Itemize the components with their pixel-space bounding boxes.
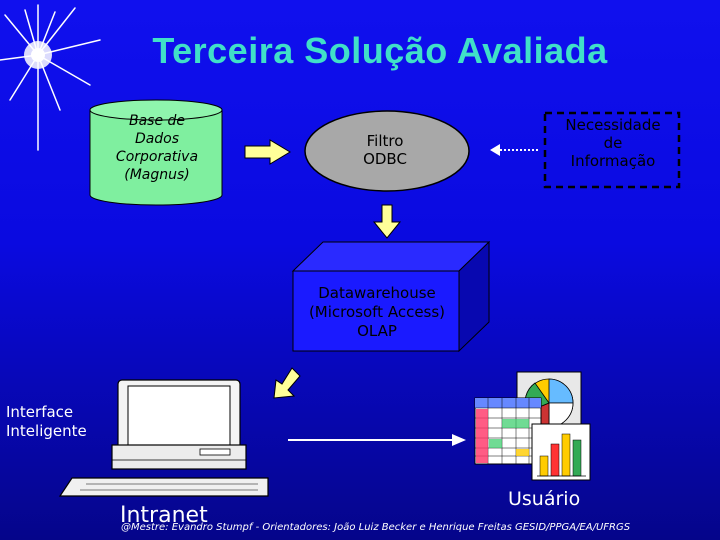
starburst-decoration [0, 4, 101, 151]
computer-illustration [58, 379, 269, 497]
warehouse-box [291, 240, 491, 353]
arrow-need-to-filter [490, 144, 538, 156]
database-label: Base de Dados Corporativa (Magnus) [92, 112, 222, 184]
filter-ellipse [304, 110, 470, 192]
interface-label-line: Interface [6, 403, 74, 421]
warehouse-label-line: OLAP [357, 322, 397, 340]
database-label-line: Base de [128, 113, 186, 129]
arrow-interface-to-user [288, 434, 466, 446]
filter-label-line: ODBC [363, 150, 407, 168]
need-label-line: de [603, 134, 623, 152]
database-cylinder [89, 99, 223, 206]
need-label: Necessidade de Informação [548, 116, 678, 170]
warehouse-label-line: Datawarehouse [318, 284, 436, 302]
footer-credits: @Mestre: Evandro Stumpf - Orientadores: … [121, 522, 631, 533]
arrow-database-to-filter [244, 139, 291, 165]
database-label-line: (Magnus) [124, 167, 190, 183]
warehouse-label-line: (Microsoft Access) [308, 303, 446, 321]
interface-label: Interface Inteligente [6, 403, 126, 441]
database-label-line: Dados [134, 131, 180, 147]
need-label-line: Necessidade [565, 116, 661, 134]
need-label-line: Informação [570, 152, 656, 170]
warehouse-label: Datawarehouse (Microsoft Access) OLAP [292, 284, 462, 341]
interface-label-line: Inteligente [6, 422, 87, 440]
arrow-warehouse-to-interface [273, 367, 301, 399]
user-label: Usuário [508, 488, 581, 510]
arrow-filter-to-warehouse [372, 204, 402, 239]
page-title: Terceira Solução Avaliada [152, 30, 608, 71]
intranet-label: Intranet [120, 503, 208, 528]
database-label-line: Corporativa [115, 149, 199, 165]
reports-icon [474, 371, 591, 481]
filter-label: Filtro ODBC [315, 132, 455, 168]
need-box [543, 111, 681, 189]
filter-label-line: Filtro [366, 132, 404, 150]
